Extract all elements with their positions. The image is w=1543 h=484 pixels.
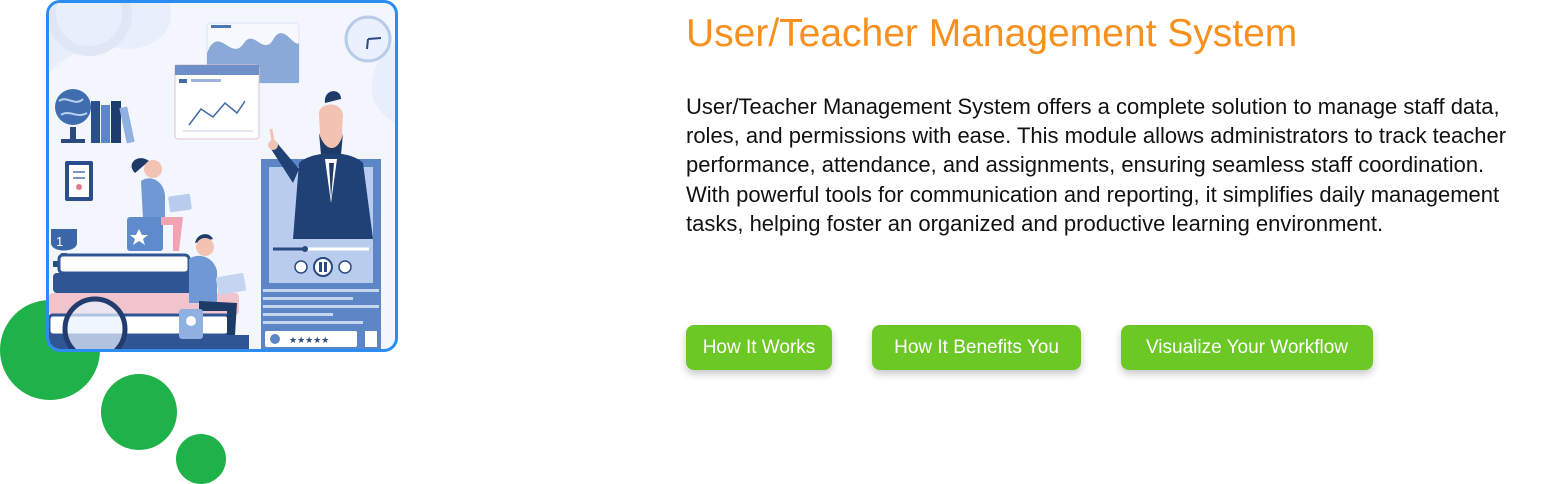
certificate-icon [65, 161, 93, 201]
magnifier-icon [62, 296, 128, 349]
how-it-works-button[interactable]: How It Works [686, 325, 832, 370]
man-with-laptop [179, 234, 247, 339]
book-shelf [91, 101, 135, 144]
gear-decoration [49, 3, 132, 56]
background-blob [371, 43, 395, 123]
decorative-dot-small [176, 434, 226, 484]
how-it-benefits-you-button[interactable]: How It Benefits You [872, 325, 1081, 370]
presenter-man [268, 91, 373, 239]
line-chart-card [174, 64, 260, 140]
globe-icon [55, 89, 91, 143]
decorative-dot-medium [101, 374, 177, 450]
woman-with-laptop [127, 158, 192, 251]
section-description: User/Teacher Management System offers a … [686, 94, 1507, 236]
clock-icon [344, 15, 392, 63]
trophy-number: 1 [56, 234, 63, 249]
background-blob [49, 3, 171, 73]
visualize-your-workflow-button[interactable]: Visualize Your Workflow [1121, 325, 1373, 370]
rating-stars: ★★★★★ [289, 336, 329, 346]
page-title: User/Teacher Management System [686, 12, 1298, 55]
teacher-management-illustration: 1 [46, 0, 398, 352]
